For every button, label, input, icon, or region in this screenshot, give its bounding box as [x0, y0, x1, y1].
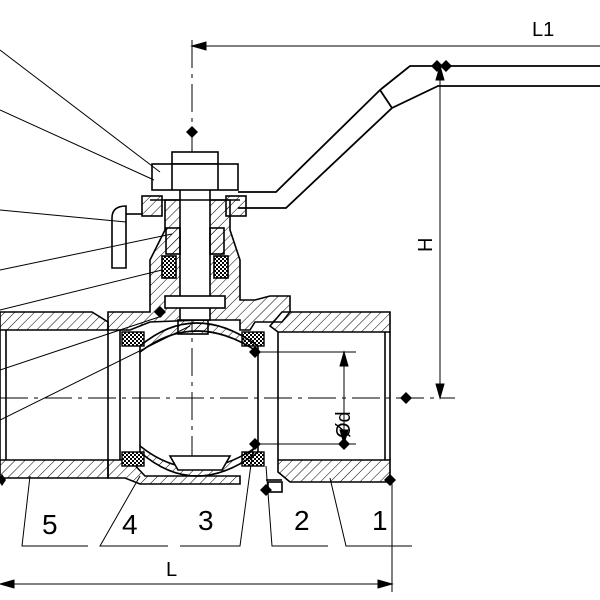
stop-lug	[111, 205, 142, 269]
dim-label-d: Ød	[333, 411, 355, 438]
part-leaders	[21, 441, 412, 547]
diamond-markers	[0, 60, 452, 496]
body-right	[266, 311, 391, 493]
stem-nut	[151, 151, 239, 191]
seats	[121, 331, 265, 467]
handle-lever	[238, 65, 600, 209]
dimension-lines	[0, 41, 600, 592]
body-left	[0, 311, 109, 479]
part-label-2: 2	[294, 505, 310, 536]
part-label-5: 5	[42, 509, 58, 540]
stem	[141, 185, 247, 321]
dim-label-h: H	[415, 238, 437, 252]
dim-label-l: L	[166, 559, 177, 581]
leader-lines	[0, 49, 191, 421]
dim-label-l1: L1	[532, 19, 554, 41]
part-label-4: 4	[122, 509, 138, 540]
part-label-3: 3	[198, 505, 214, 536]
part-label-1: 1	[372, 505, 388, 536]
ball	[139, 319, 259, 477]
centerlines	[0, 40, 455, 470]
